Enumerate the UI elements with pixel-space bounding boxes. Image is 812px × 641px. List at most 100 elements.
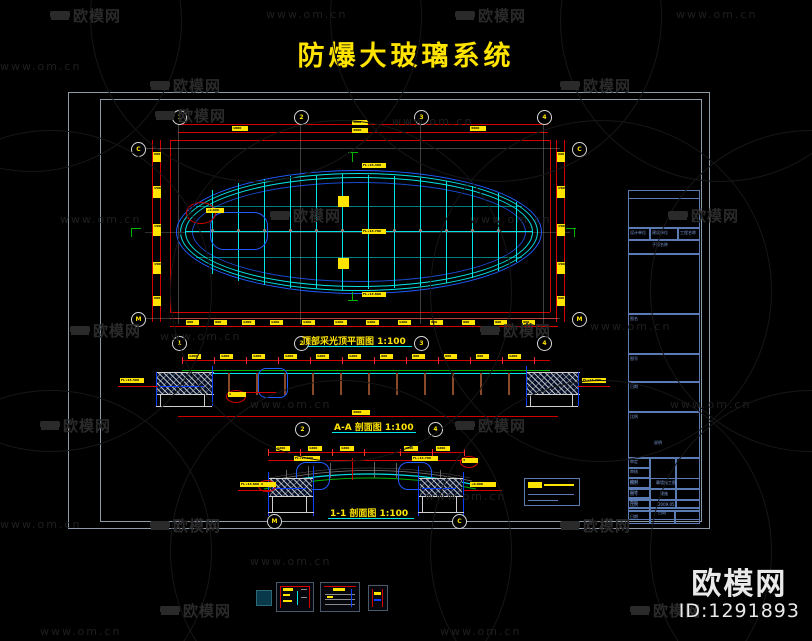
dim-plan-bottom-3: 1200 — [242, 320, 255, 325]
grid-bubble-sec11-right[interactable]: C — [452, 514, 467, 529]
dim-plan-left-3: 1500 — [153, 224, 161, 236]
grid-bubble-right-c[interactable]: C — [572, 142, 587, 157]
detail-thumb-right[interactable] — [368, 585, 388, 611]
grid-bubble-secaa-right[interactable]: 4 — [428, 422, 443, 437]
dim-secaa-8: 900 — [412, 354, 425, 359]
dim-plan-bottom-11: 900 — [494, 320, 507, 325]
concrete-hatch-right — [526, 372, 578, 394]
dim-plan-top-2: 3600 — [352, 120, 368, 125]
tb-footer-value-1: 幕墙施工图 — [656, 480, 676, 485]
sec11-left-label: FL+13.800 — [240, 482, 264, 487]
elevation-tag-4: +0.000 — [206, 208, 224, 213]
tb-footer-value-2: 建施 — [660, 491, 668, 496]
plan-view-label: 顶部采光顶平面图 1:100 — [302, 337, 406, 347]
grid-bubble-bottom-3[interactable]: 3 — [414, 336, 429, 351]
dim-sec11-note-1: FL+15.300 — [294, 456, 320, 461]
plan-note-tag-a — [338, 196, 349, 207]
dim-sec11-2: 1200 — [308, 446, 322, 451]
dim-secaa-6: 1200 — [348, 354, 361, 359]
title-block: 设计单位 建设单位 工程名称 子项名称 图名 图号 日期 比例 说明 审定 审核… — [628, 190, 700, 520]
grid-bubble-left-c[interactable]: C — [131, 142, 146, 157]
dim-plan-bottom-5: 1200 — [302, 320, 315, 325]
dim-plan-bottom-1: 900 — [186, 320, 199, 325]
detail-thumb-far-left[interactable] — [256, 590, 272, 606]
dim-sec11-1: 1200 — [276, 446, 290, 451]
elevation-tag-2: FL+14.700 — [362, 229, 386, 234]
tb-sign-5: 制图 — [630, 499, 638, 504]
grid-bubble-bottom-2[interactable]: 2 — [294, 336, 309, 351]
tb-row-label-2: 建设单位 — [652, 230, 668, 235]
legend-box — [524, 478, 580, 506]
tb-footer-label-2: 图号 — [630, 491, 638, 496]
detail-callout-1[interactable]: 1 — [228, 392, 246, 397]
tb-sign-2: 审核 — [630, 469, 638, 474]
tb-footer-label-1: 图别 — [630, 480, 638, 485]
dim-secaa-3: 1200 — [252, 354, 265, 359]
dim-plan-bottom-12: 900 — [522, 320, 535, 325]
section-11-label: 1-1 剖面图 1:100 — [330, 509, 409, 519]
dim-sec11-5: 1200 — [436, 446, 450, 451]
dim-plan-bottom-4: 1200 — [270, 320, 283, 325]
dim-plan-right-2: 1500 — [557, 186, 565, 198]
detail-callout-3[interactable]: 3 — [462, 458, 478, 463]
dim-sec11-note-2: FL+14.700 — [412, 456, 438, 461]
sheet-outer-frame — [68, 92, 710, 529]
detail-thumb-middle[interactable] — [320, 582, 360, 612]
tb-sign-4: 设计 — [630, 489, 638, 494]
elevation-tag-3: FL+13.800 — [362, 292, 386, 297]
dim-secaa-7: 900 — [380, 354, 393, 359]
dim-secaa-5: 1200 — [316, 354, 329, 359]
dim-plan-top-3: 3600 — [352, 128, 368, 133]
brand-watermark-id: ID:1291893 — [678, 600, 800, 623]
grid-bubble-right-m[interactable]: M — [572, 312, 587, 327]
dim-secaa-9: 900 — [444, 354, 457, 359]
grid-bubble-secaa-left[interactable]: 2 — [295, 422, 310, 437]
tb-footer-value-3: 2009.05 — [658, 502, 675, 507]
skylight-ellipse-inner — [185, 177, 533, 287]
dim-plan-right-5: 600 — [557, 296, 565, 306]
dim-plan-left-2: 1500 — [153, 186, 161, 198]
grid-bubble-sec11-left[interactable]: M — [267, 514, 282, 529]
grid-bubble-bottom-1[interactable]: 1 — [172, 336, 187, 351]
tb-row-label-8: 比例 — [630, 414, 638, 419]
dim-secaa-4: 1200 — [284, 354, 297, 359]
dim-plan-right-3: 1500 — [557, 224, 565, 236]
detail-thumb-left[interactable] — [276, 582, 314, 612]
tb-footer-label-3: 比例 — [630, 502, 638, 507]
title-block-footer: 图别 幕墙施工图 图号 建施 比例 2009.05 日期 — [628, 478, 700, 526]
grid-bubble-bottom-4[interactable]: 4 — [537, 336, 552, 351]
brand-watermark-name: 欧模网 — [691, 566, 788, 602]
detail-loop-secaa — [258, 368, 288, 398]
detail-loop-sec11-right — [398, 462, 432, 490]
dim-sec11-3: 1200 — [340, 446, 354, 451]
dim-plan-bottom-9: 900 — [430, 320, 443, 325]
grid-bubble-top-4[interactable]: 4 — [537, 110, 552, 125]
dim-plan-top-1: 1800 — [232, 126, 248, 131]
dim-plan-bottom-8: 1200 — [398, 320, 411, 325]
dim-secaa-11: 1200 — [508, 354, 521, 359]
dim-plan-left-5: 600 — [153, 296, 161, 306]
tb-date-col: 日期 — [658, 510, 666, 515]
sec11-right-label: +0.000 — [470, 482, 496, 487]
legend-swatch — [528, 482, 542, 488]
concrete-hatch-sec11-left — [270, 478, 312, 496]
skylight-ellipse-outer — [176, 170, 542, 294]
secaa-datum: 3600 — [352, 410, 370, 415]
grid-bubble-left-m[interactable]: M — [131, 312, 146, 327]
detail-callout-2[interactable]: 2 — [260, 482, 276, 487]
dim-plan-left-4: 1500 — [153, 262, 161, 274]
tb-row-label-3: 工程名称 — [680, 230, 696, 235]
dim-plan-bottom-7: 1200 — [366, 320, 379, 325]
brand-watermark: 欧模网 ID:1291893 — [679, 569, 800, 623]
tb-row-label-7: 日期 — [630, 384, 638, 389]
tb-row-label-5: 图名 — [630, 316, 638, 321]
dim-secaa-2: 1200 — [220, 354, 233, 359]
dim-secaa-1: 1200 — [188, 354, 201, 359]
grid-bubble-top-2[interactable]: 2 — [294, 110, 309, 125]
tb-row-label-6: 图号 — [630, 356, 638, 361]
skylight-ellipse-core — [192, 182, 526, 282]
dim-plan-bottom-10: 900 — [462, 320, 475, 325]
